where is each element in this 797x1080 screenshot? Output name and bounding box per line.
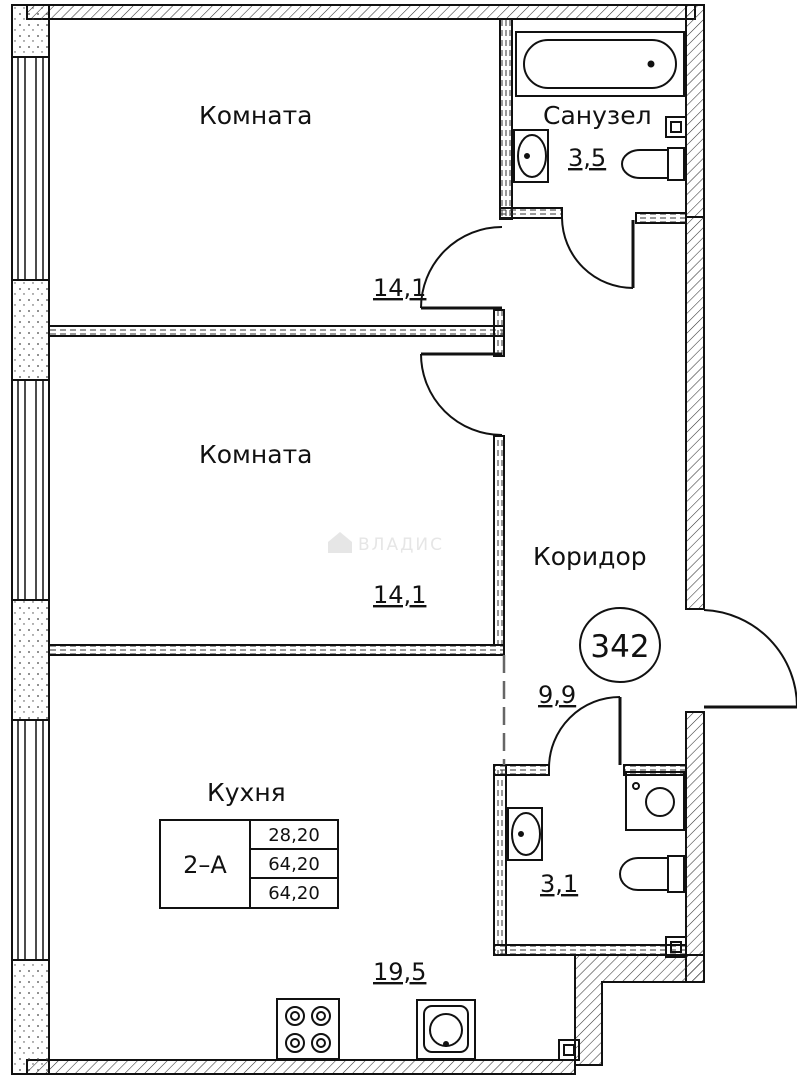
vent-wc (665, 936, 687, 958)
partition-wc-left (493, 764, 507, 956)
room2-area: 14,1 (373, 581, 426, 609)
partition-room1-room2 (48, 325, 505, 337)
wall-right-upper (685, 216, 705, 610)
partition-wc-top-right (623, 764, 687, 776)
bath-name: Санузел (543, 101, 652, 130)
washer (625, 771, 685, 831)
watermark: ВЛАДИС (328, 532, 444, 555)
partition-room1-stub (493, 309, 505, 357)
room2-name: Комната (199, 440, 312, 469)
vent-bath (665, 116, 687, 138)
wall-top-right (685, 4, 705, 218)
partition-wc-bottom (493, 944, 687, 956)
bath-area: 3,5 (568, 144, 606, 172)
partition-room2-kitchen (48, 644, 505, 656)
corridor-name: Коридор (533, 542, 647, 571)
partition-bath-bottom (499, 207, 563, 219)
stove (276, 998, 340, 1060)
apartment-info-table: 2–А 28,20 64,20 64,20 (159, 819, 339, 909)
toilet-bath (621, 147, 685, 181)
wc-area: 3,1 (540, 870, 578, 898)
wall-left-pier-4 (11, 959, 50, 1075)
kitchen-name: Кухня (207, 778, 286, 807)
area-living: 28,20 (268, 825, 320, 846)
bathtub (515, 31, 685, 97)
partition-bath-bottom-right (635, 212, 687, 224)
wall-bottom-right (574, 954, 705, 1066)
kitchen-area: 19,5 (373, 958, 426, 986)
vent-bath-inner (670, 121, 682, 133)
windows (17, 57, 44, 960)
wall-bottom (26, 1059, 576, 1075)
apartment-type: 2–А (183, 851, 227, 879)
area-total: 64,20 (268, 854, 320, 875)
door-room1 (420, 226, 503, 310)
door-entrance (703, 609, 797, 709)
kitchen-sink (416, 999, 476, 1060)
sink-bath (513, 129, 549, 183)
partition-room2-corridor (493, 435, 505, 646)
apartment-number-badge: 342 (579, 607, 661, 683)
door-wc (548, 696, 622, 769)
partition-bath-left (499, 18, 513, 220)
sink-wc (507, 807, 543, 861)
partition-wc-top (493, 764, 550, 776)
door-bath (561, 217, 635, 289)
vent-kitchen (558, 1039, 580, 1061)
room1-name: Комната (199, 101, 312, 130)
vent-kitchen-inner (563, 1044, 575, 1056)
wall-left-pier-1 (11, 4, 50, 58)
door-room2 (420, 352, 503, 436)
area-total-balcony: 64,20 (268, 883, 320, 904)
room1-area: 14,1 (373, 274, 426, 302)
apartment-number: 342 (590, 629, 649, 665)
wall-left-pier-2 (11, 279, 50, 381)
corridor-area: 9,9 (538, 681, 576, 709)
doors (420, 217, 797, 769)
vent-wc-inner (670, 941, 682, 953)
wall-left-pier-3 (11, 599, 50, 721)
walls (11, 4, 705, 1075)
wall-right-lower (685, 711, 705, 983)
fixtures (276, 31, 687, 1061)
toilet-wc (619, 855, 685, 893)
watermark-text: ВЛАДИС (358, 535, 444, 555)
wall-top (26, 4, 696, 20)
